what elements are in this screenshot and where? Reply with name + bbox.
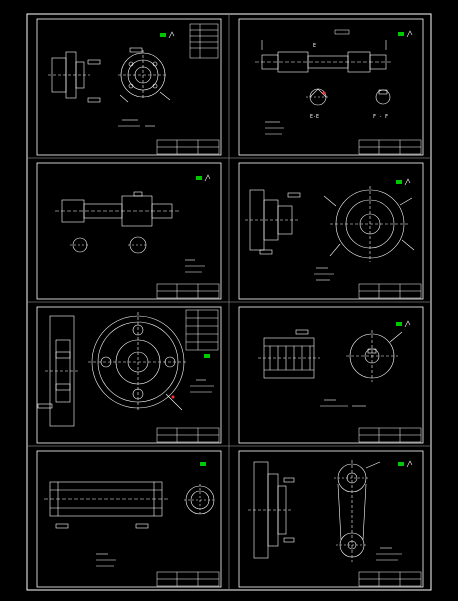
- sheet-3[interactable]: [36, 162, 222, 300]
- sheet-3-section-views: [70, 236, 148, 254]
- sheet-5[interactable]: [36, 306, 222, 444]
- sheet-1-roughness-icon: [168, 31, 175, 39]
- sheet-5-green-mark: [204, 354, 210, 358]
- sheet-6-frame: [238, 306, 424, 444]
- sheet-2-section-ee: [306, 88, 330, 106]
- sheet-2-red-dot: [322, 91, 326, 95]
- sheet-2-frame: [238, 18, 424, 156]
- sheet-5-frame: [36, 306, 222, 444]
- sheet-6[interactable]: [238, 306, 424, 444]
- sheet-5-wheel-view: [88, 312, 188, 412]
- sheet-2-e-mark: E: [313, 43, 316, 49]
- sheet-1-circle-view: [118, 47, 171, 103]
- sheet-8-green-mark: [398, 462, 404, 466]
- sheet-8-side-view: [248, 461, 295, 559]
- sheet-1-green-mark: [160, 33, 166, 37]
- sheet-1-param-table: [189, 23, 219, 59]
- sheet-8-roughness-icon: [406, 460, 413, 468]
- sheet-4-side-view: [245, 189, 301, 255]
- sheet-6-sleeve-view: [258, 329, 320, 379]
- sheet-6-title-block: [358, 427, 422, 443]
- sheet-4-circle-view: [323, 186, 415, 262]
- sheet-5-param-table: [185, 309, 219, 351]
- sheet-1-frame: [36, 18, 222, 156]
- sheet-2-datum-box: [334, 29, 350, 35]
- sheet-7-notes: [96, 553, 116, 567]
- sheet-7-sleeve-view: [44, 481, 168, 529]
- sheet-8[interactable]: [238, 450, 424, 588]
- sheet-grid: [27, 14, 431, 590]
- sheet-3-notes: [185, 259, 205, 273]
- sheet-5-title-block: [156, 427, 220, 443]
- sheet-3-green-mark: [196, 176, 202, 180]
- sheet-2-ee-label: E-E: [310, 114, 319, 120]
- sheet-7-circle-view: [184, 484, 216, 516]
- sheet-4-frame: [238, 162, 424, 300]
- sheet-2-title-block: [358, 139, 422, 155]
- sheet-3-shaft-view: [55, 191, 180, 227]
- sheet-1[interactable]: [36, 18, 222, 156]
- sheet-1-side-view: [48, 51, 101, 103]
- sheet-7-green-mark: [200, 462, 206, 466]
- sheet-7-frame: [36, 450, 222, 588]
- sheet-5-side-view: [37, 315, 80, 427]
- sheet-5-red-dot: [171, 395, 175, 399]
- sheet-8-title-block: [358, 571, 422, 587]
- sheet-4[interactable]: [238, 162, 424, 300]
- sheet-6-notes: [320, 399, 366, 407]
- sheet-2-notes: [265, 121, 284, 135]
- sheet-1-title-block: [156, 139, 220, 155]
- sheet-1-notes: [118, 119, 155, 127]
- sheet-7-title-block: [156, 571, 220, 587]
- sheet-8-arm-view: [334, 460, 381, 562]
- sheet-5-notes: [190, 379, 214, 393]
- sheet-2-green-mark: [398, 32, 404, 36]
- sheet-8-notes: [376, 547, 402, 561]
- sheet-2-shaft-view: [255, 40, 392, 73]
- sheet-3-frame: [36, 162, 222, 300]
- sheet-4-title-block: [358, 283, 422, 299]
- sheet-2-roughness-icon: [406, 30, 413, 38]
- sheet-3-title-block: [156, 283, 220, 299]
- sheet-4-roughness-icon: [404, 178, 411, 186]
- sheet-8-frame: [238, 450, 424, 588]
- sheet-6-disc-view: [346, 330, 403, 382]
- sheet-7[interactable]: [36, 450, 222, 588]
- sheet-6-green-mark: [396, 322, 402, 326]
- sheet-2-section-ff: [375, 89, 391, 105]
- sheet-2-ff-label: F - F: [373, 114, 388, 120]
- sheet-3-roughness-icon: [204, 174, 211, 182]
- sheet-4-notes: [314, 267, 334, 281]
- sheet-4-green-mark: [396, 180, 402, 184]
- sheet-2[interactable]: E E-E F - F: [238, 18, 424, 156]
- sheet-6-roughness-icon: [404, 320, 411, 328]
